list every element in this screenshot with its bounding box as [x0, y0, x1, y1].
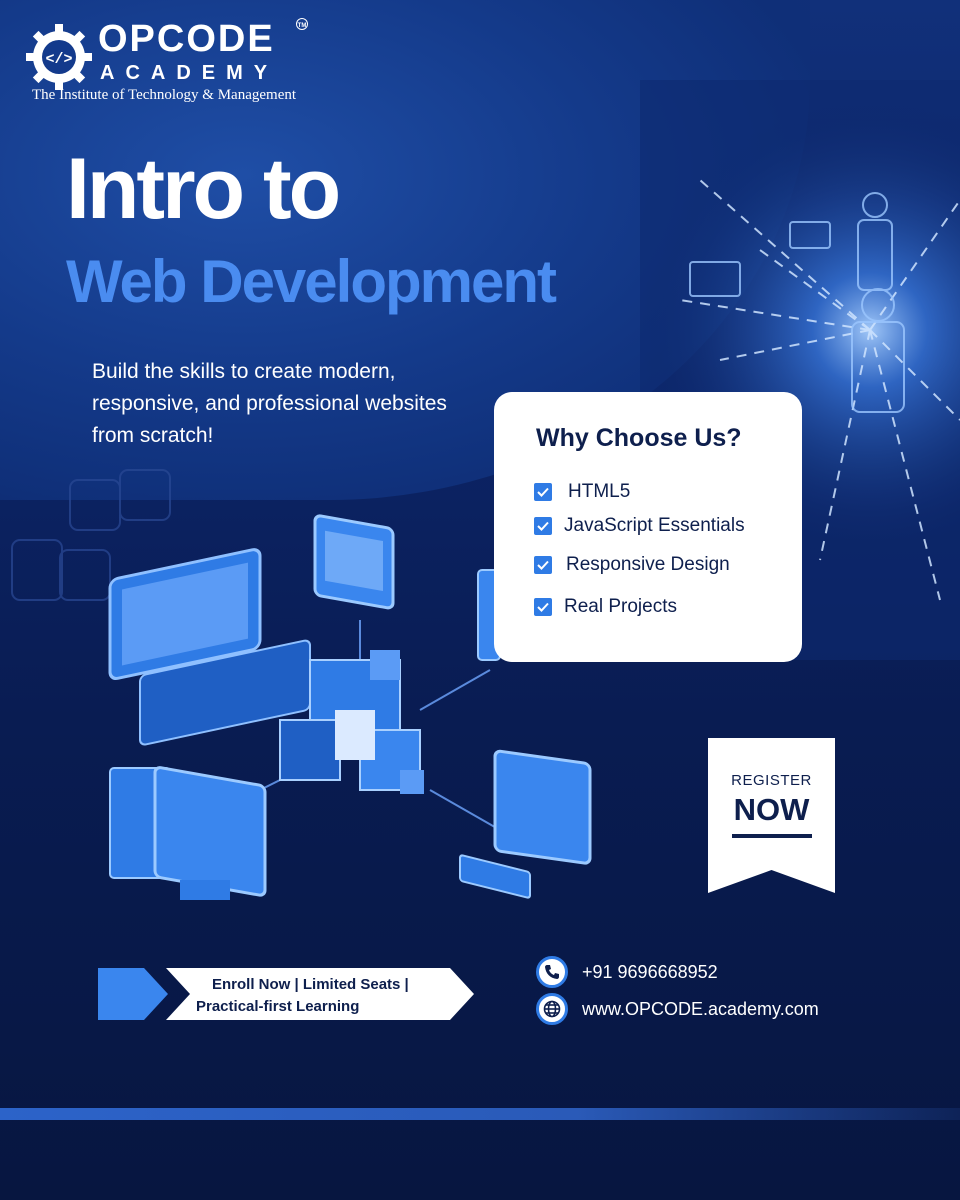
now-label: NOW — [733, 792, 810, 827]
contact-phone[interactable]: +91 9696668952 — [536, 956, 718, 988]
brand-tagline: The Institute of Technology & Management — [32, 87, 297, 103]
enroll-banner — [98, 968, 474, 1020]
feature-label: Real Projects — [564, 596, 677, 617]
contact-website[interactable]: www.OPCODE.academy.com — [536, 993, 819, 1025]
brand-name: OPCODE — [98, 18, 275, 60]
ribbon-shape — [708, 738, 835, 893]
feature-item-javascript: JavaScript Essentials — [534, 514, 745, 538]
svg-text:</>: </> — [45, 51, 72, 68]
register-now-button[interactable]: REGISTER NOW — [708, 738, 835, 893]
register-underline — [732, 834, 812, 838]
checkbox-checked-icon — [534, 483, 552, 501]
headline-line2: Web Development — [66, 248, 557, 315]
feature-label: Responsive Design — [566, 554, 730, 575]
gear-code-icon: </> — [26, 24, 92, 90]
feature-item-responsive: Responsive Design — [534, 553, 730, 577]
devices-illustration — [108, 514, 592, 900]
course-description: Build the skills to create modern, respo… — [92, 360, 447, 447]
why-choose-card: Why Choose Us? HTML5 JavaScript Essentia… — [494, 392, 802, 662]
checkbox-checked-icon — [534, 598, 552, 616]
globe-icon — [536, 993, 568, 1025]
trademark-badge: TM — [296, 18, 308, 30]
enroll-line1: Enroll Now | Limited Seats | — [212, 976, 409, 993]
enroll-line2: Practical-first Learning — [196, 998, 360, 1015]
headline-line1: Intro to — [66, 141, 341, 237]
register-label: REGISTER — [731, 772, 812, 789]
why-choose-title: Why Choose Us? — [536, 424, 742, 452]
bottom-accent-bar — [0, 1108, 960, 1120]
brand-subtitle: ACADEMY — [100, 62, 279, 84]
feature-item-projects: Real Projects — [534, 595, 677, 619]
brand-logo: </> — [24, 18, 344, 108]
checkbox-checked-icon — [534, 517, 552, 535]
phone-number: +91 9696668952 — [582, 961, 718, 982]
feature-label: JavaScript Essentials — [564, 515, 745, 536]
feature-item-html5: HTML5 — [534, 480, 630, 504]
website-url: www.OPCODE.academy.com — [582, 998, 819, 1019]
enroll-text: Enroll Now | Limited Seats | Practical-f… — [196, 974, 446, 1018]
phone-icon — [536, 956, 568, 988]
checkbox-checked-icon — [534, 556, 552, 574]
feature-label: HTML5 — [568, 481, 631, 502]
